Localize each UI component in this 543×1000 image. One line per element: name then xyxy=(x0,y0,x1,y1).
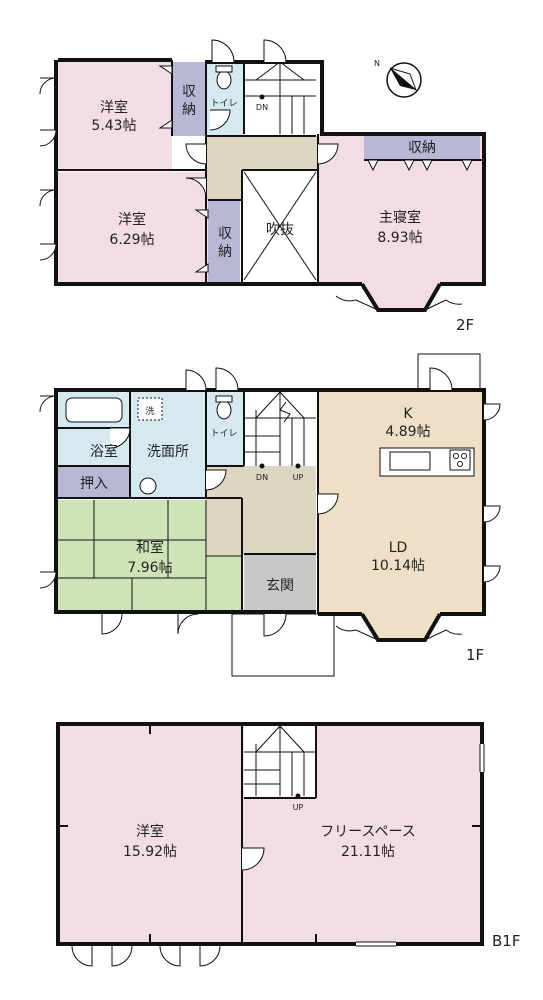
entrance-genkan xyxy=(244,554,316,612)
floor-1f-label: 1F xyxy=(466,646,484,664)
svg-text:納: 納 xyxy=(182,102,196,118)
closet-label: 押入 xyxy=(80,476,108,492)
room-western-5-43 xyxy=(58,60,172,170)
storage-b-label: 収 xyxy=(218,226,232,242)
door-2f-toilet[interactable] xyxy=(211,39,235,63)
stairs-b1-treads xyxy=(244,724,317,799)
floor-2f: 洋室 5.43帖 洋室 6.29帖 収 納 収 納 収納 トイレ DN 吹抜 主… xyxy=(39,39,486,334)
door-1f-ld[interactable] xyxy=(317,493,339,515)
kitchen-sink-icon xyxy=(389,451,431,471)
entrance-label: 玄関 xyxy=(266,577,294,594)
toilet-1f-label: トイレ xyxy=(210,429,237,439)
closet-oshiire xyxy=(58,466,130,498)
tatami-grid xyxy=(58,500,242,612)
void-label: 吹抜 xyxy=(266,222,294,238)
storage-2f-c xyxy=(364,134,480,160)
floor-1f: 浴室 洗面所 洗 トイレ DN UP 押入 和室 7.96帖 玄関 K 4.89… xyxy=(39,353,501,677)
north-label: N xyxy=(374,59,380,68)
svg-text:納: 納 xyxy=(218,244,232,260)
master-size: 8.93帖 xyxy=(377,230,422,246)
toilet-fixture-1f-icon xyxy=(216,400,232,420)
storage-2f-a xyxy=(172,62,206,136)
ld-size: 10.14帖 xyxy=(371,558,425,574)
stove-icon xyxy=(449,449,471,471)
floor-b1f: 洋室 15.92帖 フリースペース 21.11帖 UP B1F xyxy=(56,722,520,967)
free-space-name: フリースペース xyxy=(320,824,416,840)
japanese-name: 和室 xyxy=(136,539,164,556)
toilet-fixture-icon xyxy=(216,70,232,90)
room-ld xyxy=(318,392,482,614)
washer-label: 洗 xyxy=(145,405,154,417)
bath-label: 浴室 xyxy=(90,443,118,460)
room-a-name: 洋室 xyxy=(100,99,128,116)
room-a-size: 5.43帖 xyxy=(91,118,136,134)
kitchen-name: K xyxy=(403,406,413,422)
door-2f-room-b[interactable] xyxy=(185,177,207,199)
room-western-6-29 xyxy=(58,172,208,282)
door-2f-top[interactable] xyxy=(263,39,287,63)
hall-1f xyxy=(206,466,316,554)
master-name: 主寝室 xyxy=(379,209,421,226)
toilet-2f-label: トイレ xyxy=(210,99,237,109)
floor-b1f-label: B1F xyxy=(492,932,520,950)
washroom-label: 洗面所 xyxy=(147,444,189,460)
japanese-size: 7.96帖 xyxy=(127,560,172,576)
bathtub-icon xyxy=(65,397,123,423)
stairs-1f-dn: DN xyxy=(256,473,268,482)
stairs-b1-up: UP xyxy=(293,803,304,812)
door-2f-master[interactable] xyxy=(317,143,339,165)
stairs-1f-treads xyxy=(244,391,316,469)
floor-2f-label: 2F xyxy=(456,316,474,334)
north-arrow-icon: N xyxy=(374,59,422,98)
storage-2f-b xyxy=(208,200,240,282)
room-b-size: 6.29帖 xyxy=(109,232,154,248)
room-b1-western xyxy=(58,724,242,944)
b1-room-name: 洋室 xyxy=(136,823,164,840)
door-1f-entrance[interactable] xyxy=(263,613,287,637)
stairs-2f-treads xyxy=(244,61,316,134)
door-1f-bath[interactable] xyxy=(109,427,131,449)
room-b-name: 洋室 xyxy=(118,211,146,228)
storage-c-label: 収納 xyxy=(408,140,436,156)
storage-a-label: 収 xyxy=(182,84,196,100)
hall-2f xyxy=(206,136,318,170)
door-1f-washroom[interactable] xyxy=(205,469,227,491)
door-b1-interior[interactable] xyxy=(241,847,265,871)
ld-name: LD xyxy=(389,540,408,556)
sink-icon xyxy=(139,477,157,495)
window-2f-1 xyxy=(39,77,57,95)
washer-icon xyxy=(137,397,163,421)
free-space-size: 21.11帖 xyxy=(341,844,395,860)
stairs-1f-up: UP xyxy=(293,473,304,482)
door-2f-room-a[interactable] xyxy=(185,143,207,165)
b1-room-size: 15.92帖 xyxy=(123,844,177,860)
stairs-2f-dn: DN xyxy=(256,103,268,112)
kitchen-size: 4.89帖 xyxy=(385,424,430,440)
